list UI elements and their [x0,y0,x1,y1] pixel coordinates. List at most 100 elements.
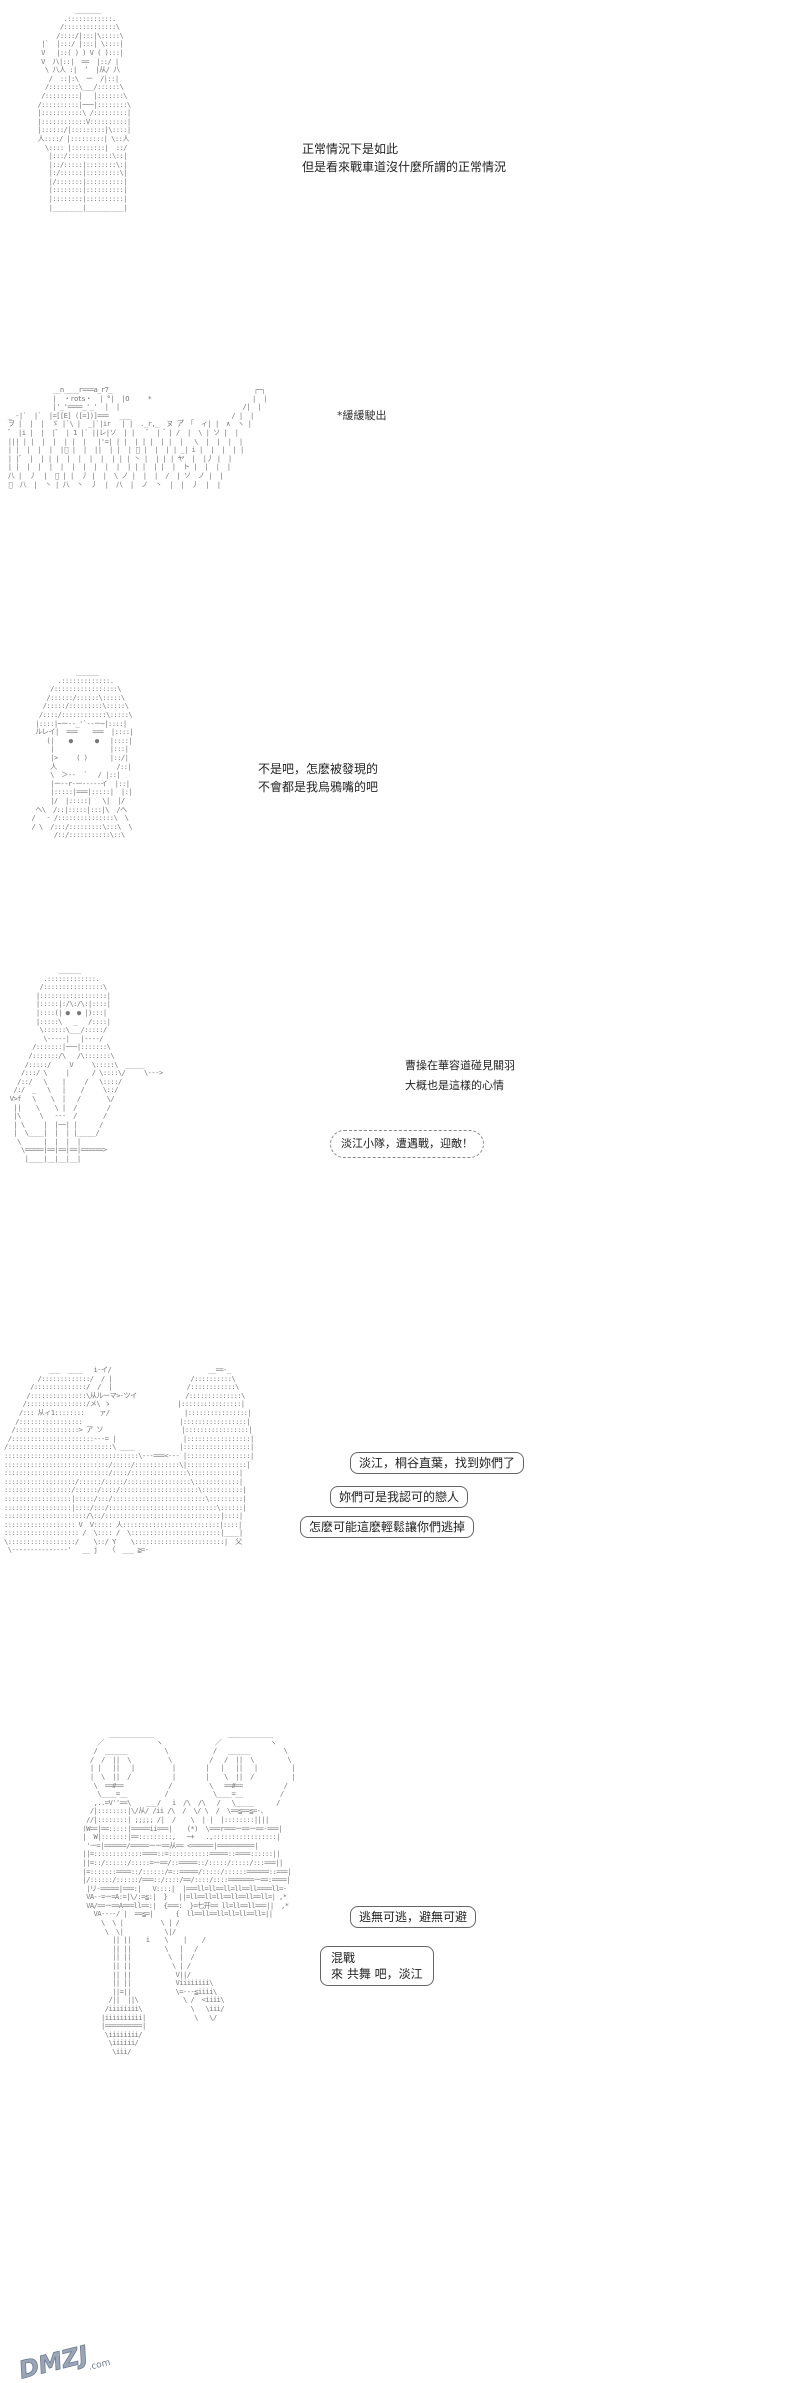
panel-4: ______ .:::::::::::::. /::::::::::::::::… [0,960,800,1340]
ascii-art-line: /::::::::::::::::::::::---= | |:::::::::… [4,1433,265,1443]
ascii-art-line: || || V||/ [60,1969,303,1979]
caption-panel-4: 曹操在華容道碰見關羽 大概也是這樣的心情 [405,1056,515,1096]
ascii-art-line: \iiiiiiii/ [60,2029,303,2039]
ascii-art-line: _ -|` |` |=[[E] ([=])]=== ___ / | | [4,410,262,420]
ascii-art-line: ______ [24,668,151,676]
ascii-art-line: ゛ |i | | |゛ | 1 |` ||レ|ソ | | ゛ | ゙ | / |… [4,427,246,437]
speech-bubble-no-escape-no-avoid: 逃無可逃，避無可避 [350,1906,477,1928]
ascii-art-line: || || \ | / [60,1943,303,1953]
ascii-art-line: ヲ | | | ゞ |`\ | _|`|ir | | ._r,_ ヌ ア゚ 「 … [4,419,259,429]
caption-line-2: 但是看來戰車道沒什麼所謂的正常情況 [302,160,507,174]
ascii-art-line: /:::/ \ | / \::::\/ \---> [6,1068,174,1078]
ascii-art-line: /::::::::::::::/ / | /::::::::::::\ [4,1382,262,1392]
ascii-art-line: /:::::::::::::/ / | /::::::::::\ [4,1373,262,1383]
speech-bubble-no-escape: 怎麽可能這麽輕鬆讓你們逃掉 [300,1516,475,1538]
caption-line-2: 大概也是這樣的心情 [405,1079,504,1092]
caption-line-2: 不會都是我烏鴉嘴的吧 [258,780,379,794]
ascii-art-line: /::/:::::::::::\::\ [24,830,147,840]
ascii-art-line: \ 八人 :| ‘ |从/ 八 [30,65,150,75]
ascii-art-line: ::::::::::::::::::|::::/:::/::::::::::::… [4,1502,262,1512]
ascii-art-line: | | || | | | | || | | [60,1763,318,1773]
ascii-art-line: ||=|| \=---≦iiii\ [60,1986,303,1996]
ascii-art-line: \ | | | | [6,1136,174,1146]
ascii-art-line: VA/==ー==A===ll==:| {===: }=七开== ll=ll==l… [60,1900,304,1910]
ascii-art-line: | ・rots・ | °| |O * | | [4,393,271,403]
ascii-art-line: .::::::::::::. [30,13,153,23]
ascii-art-line: || \ \ | / / [6,1102,174,1112]
ascii-art-line: \::::::\___/:::::/ [6,1025,178,1035]
ascii-art-line: \____=__ / \____=__ / [60,1789,314,1799]
ascii-art-line: |:::::\ _ /::::| [6,1016,178,1026]
ascii-art-line: | |゛ | | | | | | | | | | | 丶 | | | | ヤ |… [4,453,240,463]
ascii-art-line: | W|:::::::|==:::::::::, ~+ .,::::::::::… [60,1832,318,1842]
ascii-art-line: || || Viiiiiiii\ [60,1978,303,1988]
ascii-art-line: /::::/|:::|\:::::\ [30,30,153,40]
ascii-art-line: |リ-=====|===:| V::::| |===ll=ll==ll=ll==… [60,1883,306,1893]
watermark-subtext: .com [88,2358,112,2373]
ascii-art-line: || || i \ | / [60,1935,306,1945]
ascii-art-line: \ \| \|/ [60,1926,303,1936]
ascii-art-line: /:/ _ \ | / \::/ [6,1085,174,1095]
ascii-art-line: ||=::/::::::/:::::=ー==/::=====::/:::::/:… [60,1857,313,1867]
ascii-art-line: /|| ||\ \ / <iiii\ [60,1995,303,2005]
ascii-art-line: :::::::::::::::::::/::::::/:::::/:::::::… [4,1476,262,1486]
ascii-art-line: /::::::/::::::\:::::\ [24,692,151,702]
ascii-art-line: |________|__________| [30,202,150,212]
ascii-art-line: \=====|==|==|==|======> [6,1145,174,1155]
ascii-art-line: /iiiiiiii\ \ \iii/ [60,2004,303,2013]
ascii-art-line: | | | | | | | | | | | | | | | | | ト | | … [4,462,238,472]
ascii-art-line: ||| | | | | | | | |'=| | | | | | | | | \… [4,436,250,446]
ascii-art-line: \iii/ [60,2046,303,2056]
ascii-art-line: 'ー=|======/=====ーー==从== <======|========… [60,1840,284,1850]
ascii-art-line: ,..=V''==\ ___/ i /\ /\ / \_____ / [60,1797,314,1807]
ascii-art-line: \-----| |----/ [6,1033,178,1043]
speech-bubble-found-you: 淡江，桐谷直葉，找到妳們了 [350,1452,525,1474]
ascii-art-line: .:::::::::::::. [24,675,151,685]
ascii-art-line: /:::::::::::::::::\ [24,684,151,694]
ascii-art-line: |` |:::/ |:::| \::::| [30,39,153,49]
ascii-art-line: | | | | | |゙ | | || | | | ゙ | | | | _| i… [4,445,252,455]
ascii-art-line: ___ ____ i-イ/ __==-_ [4,1366,265,1374]
ascii-art-line: 人 /::| [24,761,154,771]
melee-line-2: 來 共舞 吧，淡江 [331,1967,423,1981]
ascii-art-line: \ ==#== / \ ==#== / [60,1780,314,1790]
ascii-art-confrontation: ___ ____ i-イ/ __==-_ /:::::::::::::/ / |… [4,1366,584,1696]
ascii-art-line: |/:::::::|::::::::::| [30,176,150,186]
ascii-art-line: | \ || / | | \ || / | [60,1771,318,1781]
ascii-art-line: ::::::::::::::::::: V V::::: 人::::::::::… [4,1519,261,1529]
ascii-art-line: 八 | 丿 | ゙ | | 丿 | | \ ノ | | | / | ソ ノ | … [4,470,231,480]
ascii-art-line: |::::::::|::::::::::| [30,185,150,195]
ascii-art-line: /::/ \ | / \::::/ [6,1076,174,1086]
ascii-art-line: / ‐ /:::::::::::::::\ \ [24,813,151,823]
ascii-art-line: _______ [30,6,153,14]
ascii-art-line: |::::::/|:::::::::|\::::| [30,125,150,135]
ascii-art-line: / \ /:::/:::::::::\:::\ \ [24,821,144,831]
speech-bubble-melee-dance: 混戰 來 共舞 吧，淡江 [320,1946,434,1986]
ascii-art-line: ／ ヽ ／ ヽ [60,1737,314,1747]
ascii-art-line: \ ＞-‐ ´ / |::| [24,770,147,780]
ascii-art-line: / ::|:\ ー /|::| [30,73,153,83]
ascii-art-line: |:::/::::::::::::\::| [30,151,150,161]
ascii-art-line: |:::::::::::\ /:::::::::| [30,108,150,118]
ascii-art-line: |::::::::|::::::::::| [30,194,150,204]
watermark-text: DMZJ [16,2340,91,2379]
ascii-art-line: /:::::::::::::::\从ルーマ>-ツイ /:::::::::::::… [4,1390,264,1400]
panel-5: ___ ____ i-イ/ __==-_ /:::::::::::::/ / |… [0,1360,800,1700]
ascii-art-line: /::::/::::::::::::\:::::\ [24,709,151,719]
ascii-art-dual-wield-battle: ____________ ____________ ／ ヽ ／ ヽ / ____… [60,1730,500,2230]
ascii-art-line: |\ \ --- / / [6,1111,174,1121]
ascii-art-line: / ______ \ / ______ \ [60,1746,318,1756]
ascii-art-line: /::: 从ィ1:::::::: ァ/ |::::::::::::::::| [4,1407,267,1417]
ascii-art-line: |ー-‐r-ー‐‐‐‐‐イ |::| [24,778,152,788]
ascii-art-line: |=:::::::====::/::::::/=::=====/:::::/::… [60,1866,314,1876]
panel-2: __n____r===a_r7_ ┌─┐ | ・rots・ | °| |O * … [0,380,800,630]
ascii-art-line: | \____| | | |_____/ [6,1128,174,1138]
ascii-art-line: (W==|==:::::|=====ii===| (*) \===r===ー==… [60,1823,320,1833]
ascii-art-line: | \ | |~~| | / [6,1119,174,1129]
ascii-art-line: \::::::::::::::::::/ \::/ Y \:::::::::::… [4,1536,265,1546]
ascii-art-line: ::::::::::::::::::::::/\::/:::::::::::::… [4,1511,262,1521]
melee-line-1: 混戰 [331,1951,356,1965]
ascii-art-character-standing: _______ .::::::::::::. /::::::::::::::\ … [30,6,290,356]
ascii-art-line: |==========| [60,2021,303,2031]
ascii-art-line: |/::::::/::::::/===::/::::/==/::::/::::=… [60,1875,313,1885]
